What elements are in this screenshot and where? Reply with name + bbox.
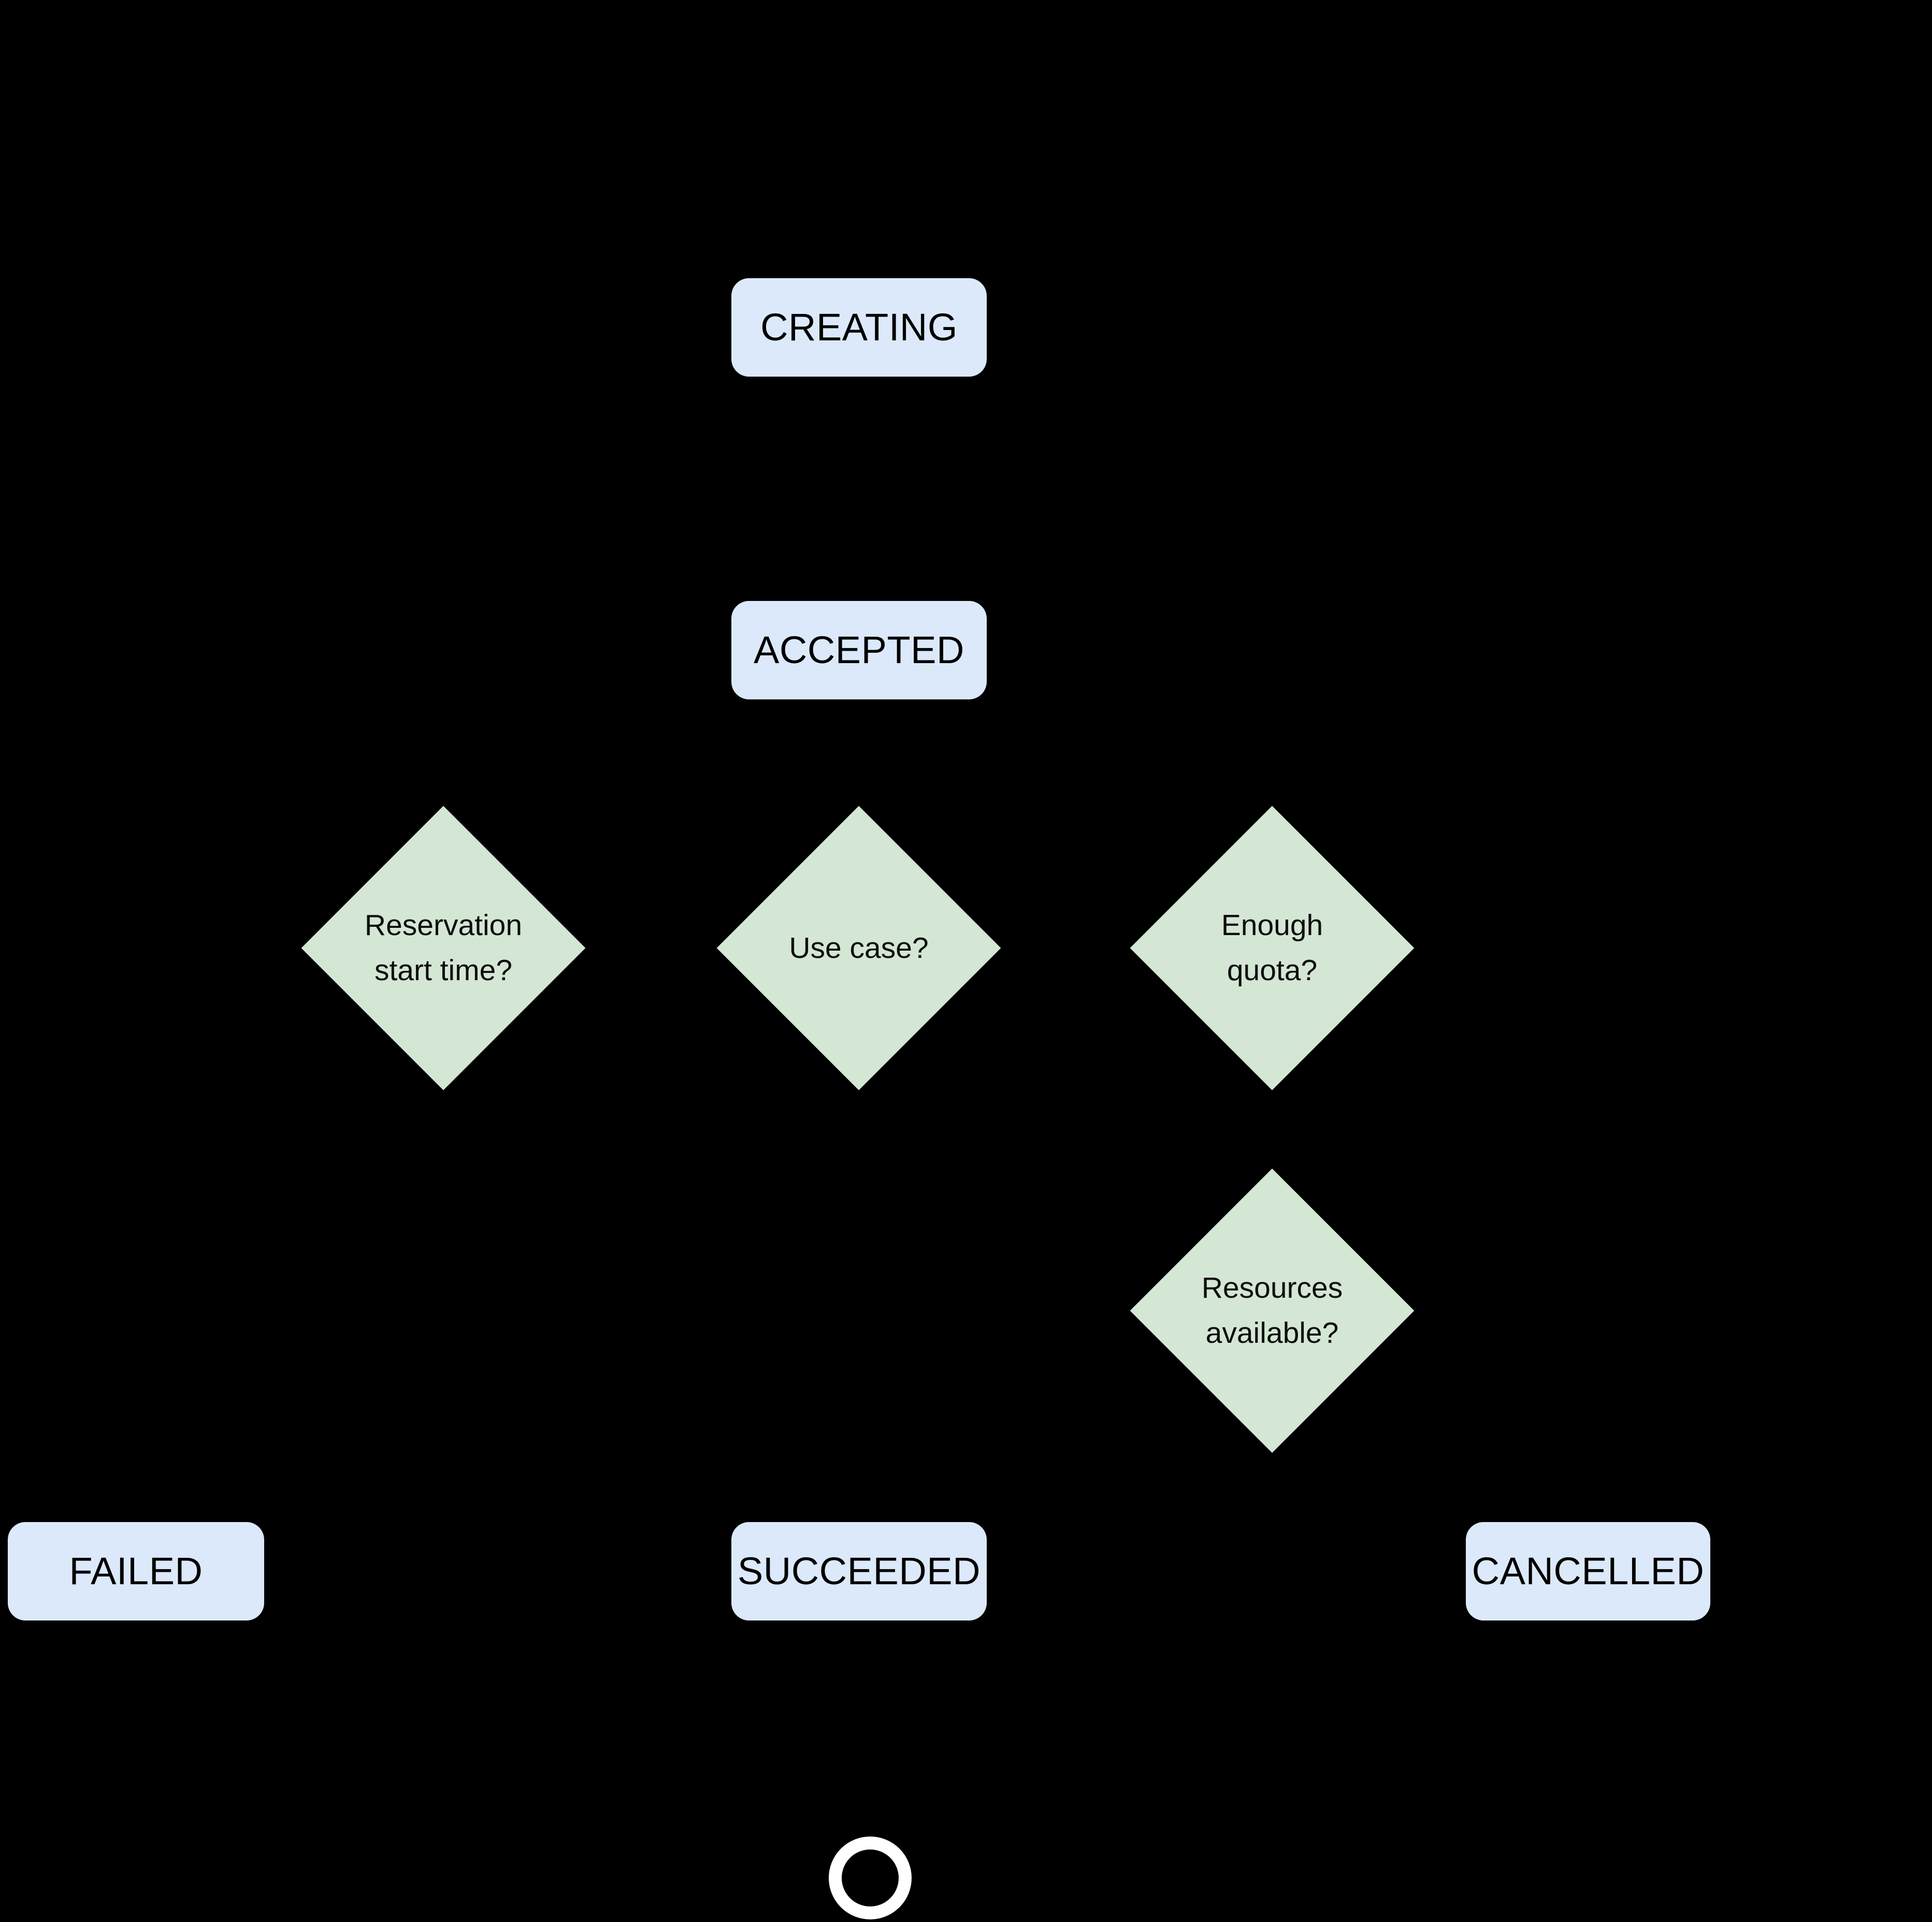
state-label-creating: CREATING	[760, 306, 958, 349]
connector-creating-to-accepted	[858, 377, 860, 601]
decision-enough-quota[interactable]: Enough quota?	[1130, 806, 1415, 1091]
connector-to-reservation-start-time	[442, 762, 444, 848]
decision-reservation-start-time[interactable]: Reservation start time?	[301, 806, 586, 1091]
state-label-failed: FAILED	[69, 1550, 203, 1593]
end-terminal-ring-icon	[829, 1837, 912, 1919]
connector-to-enough-quota	[1271, 762, 1273, 848]
connector-failed-drop	[135, 948, 137, 1522]
connector-quota-to-resources	[1271, 1048, 1273, 1211]
state-label-cancelled: CANCELLED	[1472, 1550, 1705, 1593]
state-box-accepted[interactable]: ACCEPTED	[731, 601, 987, 699]
diamond-shape	[1130, 1168, 1415, 1453]
state-box-cancelled[interactable]: CANCELLED	[1466, 1522, 1710, 1620]
state-box-succeeded[interactable]: SUCCEEDED	[731, 1522, 987, 1620]
connector-cancelled-branch	[1271, 1521, 1468, 1523]
diamond-shape	[301, 806, 586, 1091]
state-label-accepted: ACCEPTED	[754, 628, 964, 672]
connector-use-case-to-succeeded	[858, 1048, 860, 1522]
state-label-succeeded: SUCCEEDED	[737, 1550, 981, 1593]
state-box-creating[interactable]: CREATING	[731, 278, 987, 377]
connector-to-use-case	[858, 762, 860, 848]
decision-use-case[interactable]: Use case?	[716, 806, 1001, 1091]
connector-accepted-stem	[858, 699, 860, 762]
diamond-shape	[1130, 806, 1415, 1091]
state-box-failed[interactable]: FAILED	[8, 1522, 264, 1620]
connector-succeeded-to-end	[869, 1620, 871, 1837]
decision-resources-available[interactable]: Resources available?	[1130, 1168, 1415, 1453]
connector-reservation-to-failed	[135, 948, 444, 950]
connector-resources-to-cancelled	[1271, 1411, 1273, 1522]
diamond-shape	[716, 806, 1001, 1091]
